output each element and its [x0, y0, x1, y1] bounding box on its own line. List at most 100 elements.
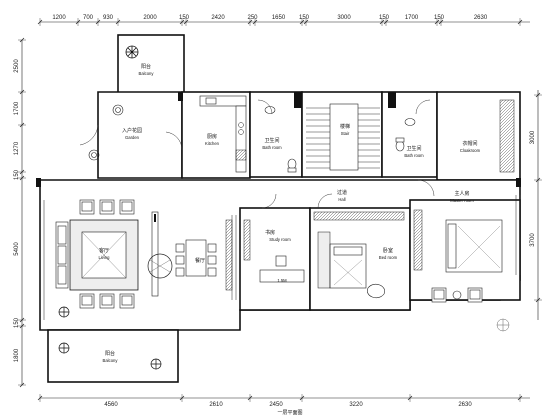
room-label-garden-en: Garden: [125, 135, 140, 140]
top-dimension-line: 1200 700 930 2000 150 2420 250 1650 150 3000 150 17…: [37, 15, 530, 26]
garden-round-table: [112, 104, 124, 116]
left-dimension-label: 1800: [14, 348, 20, 362]
room-label-balcony-bottom-en: Balcony: [103, 358, 119, 363]
left-dimension-label: 1700: [14, 101, 20, 115]
room-label-bedroom-en: Bed room: [379, 255, 398, 260]
bed: [329, 243, 367, 289]
room-label-garden: 入户花园: [122, 127, 142, 134]
balcony-top-wall: [117, 34, 185, 94]
top-dimension-label: 2630: [474, 15, 488, 21]
garden-chair: [88, 149, 100, 161]
room-label-bath1: 卫生间: [264, 137, 279, 144]
right-dimension-label: 3000: [530, 130, 536, 144]
room-label-bedroom: 卧室: [383, 247, 393, 254]
top-dimension-label: 1650: [272, 15, 286, 21]
toilet-icon: [395, 137, 405, 152]
room-label-stair: 楼梯: [340, 123, 350, 130]
top-dimension-label: 930: [103, 15, 114, 21]
top-dimension-label: 150: [179, 15, 190, 21]
top-dimension-label: 2420: [211, 15, 225, 21]
stair-treads: [306, 103, 380, 171]
column: [388, 92, 396, 108]
bottom-dimension-label: 2450: [269, 402, 283, 408]
study-wall: [239, 207, 311, 311]
armchair: [79, 199, 135, 309]
top-dimension-label: 3000: [337, 15, 351, 21]
kitchen-counter: [199, 95, 247, 173]
top-dimension-label: 150: [299, 15, 310, 21]
door-swings: [79, 99, 435, 209]
living-rug: [69, 219, 139, 291]
bedroom-chair: [367, 283, 385, 299]
column: [36, 178, 41, 187]
room-label-living-en: Living: [99, 255, 111, 260]
top-dimension-label: 1700: [405, 15, 419, 21]
room-label-cloakroom: 衣帽间: [462, 140, 477, 147]
plant-icon: [58, 342, 70, 354]
left-dimension-line: 2500 1700 1270 150 5400 150 1800: [14, 37, 26, 388]
room-label-stair-en: Stair: [341, 131, 350, 136]
room-label-living: 客厅: [99, 247, 109, 254]
column: [294, 92, 302, 108]
room-label-dining: 餐厅: [195, 257, 205, 264]
left-dimension-label: 1270: [14, 141, 20, 155]
bed-size-label: 1.5M: [277, 278, 287, 283]
bottom-dimension-label: 2610: [209, 402, 223, 408]
room-labels: 阳台 Balcony 入户花园 Garden 厨房 Kitchen 卫生间 Ba…: [99, 63, 481, 416]
room-label-balcony-top: 阳台: [141, 63, 151, 70]
room-label-master-en: Master room: [450, 198, 474, 203]
round-rug: [147, 253, 173, 279]
bottom-dimension-label: 4560: [104, 402, 118, 408]
plant-icon: [150, 358, 162, 370]
study-desk: [243, 219, 305, 283]
garden-wall: [97, 91, 183, 179]
room-label-bath1-en: Bath room: [262, 145, 282, 150]
bedroom-wardrobe: [313, 211, 405, 289]
plant-icon: [125, 45, 139, 59]
bottom-dimension-label: 2630: [458, 402, 472, 408]
columns: [36, 92, 521, 187]
room-label-balcony-top-en: Balcony: [139, 71, 155, 76]
plan-title: 一层平面图: [277, 410, 302, 416]
master-bed: [445, 219, 503, 273]
bottom-dimension-label: 3220: [349, 402, 363, 408]
top-dimension-label: 2000: [143, 15, 157, 21]
room-label-hall: 过道: [337, 189, 347, 196]
room-label-balcony-bottom: 阳台: [105, 350, 115, 357]
sink-icon: [264, 106, 276, 114]
master-armchairs: [431, 287, 483, 303]
room-label-master: 主人房: [454, 190, 469, 197]
master-plant-icon: [496, 318, 510, 332]
top-dimension-label: 1200: [52, 15, 66, 21]
room-label-bath2-en: Bath room: [404, 153, 424, 158]
left-dimension-label: 150: [14, 317, 20, 328]
top-dimension-label: 250: [247, 15, 258, 21]
stair-wall: [301, 91, 383, 178]
top-dimension-label: 150: [434, 15, 445, 21]
room-label-hall-en: Hall: [338, 197, 345, 202]
sideboard: [225, 219, 233, 291]
corner-plant-icon: [58, 306, 70, 318]
room-label-bath2: 卫生间: [406, 145, 421, 152]
bottom-dimension-line: 4560 2610 2450 3220 2630: [37, 394, 530, 408]
dining-table: [175, 239, 217, 277]
column: [178, 92, 183, 101]
master-wardrobe: [413, 209, 423, 271]
room-label-cloakroom-en: Cloakroom: [460, 148, 481, 153]
column: [516, 178, 521, 187]
toilet-icon: [287, 158, 297, 173]
top-dimension-label: 150: [379, 15, 390, 21]
sofa: [55, 221, 69, 289]
wardrobe: [499, 99, 515, 173]
room-label-study-en: Study room: [269, 237, 291, 242]
left-dimension-label: 5400: [14, 242, 20, 256]
top-dimension-label: 700: [83, 15, 94, 21]
room-label-kitchen: 厨房: [207, 133, 217, 140]
balcony-bottom-wall: [47, 329, 179, 383]
left-dimension-label: 2500: [14, 59, 20, 73]
sink-icon: [404, 118, 416, 126]
left-dimension-label: 150: [14, 169, 20, 180]
room-label-kitchen-en: Kitchen: [205, 141, 220, 146]
